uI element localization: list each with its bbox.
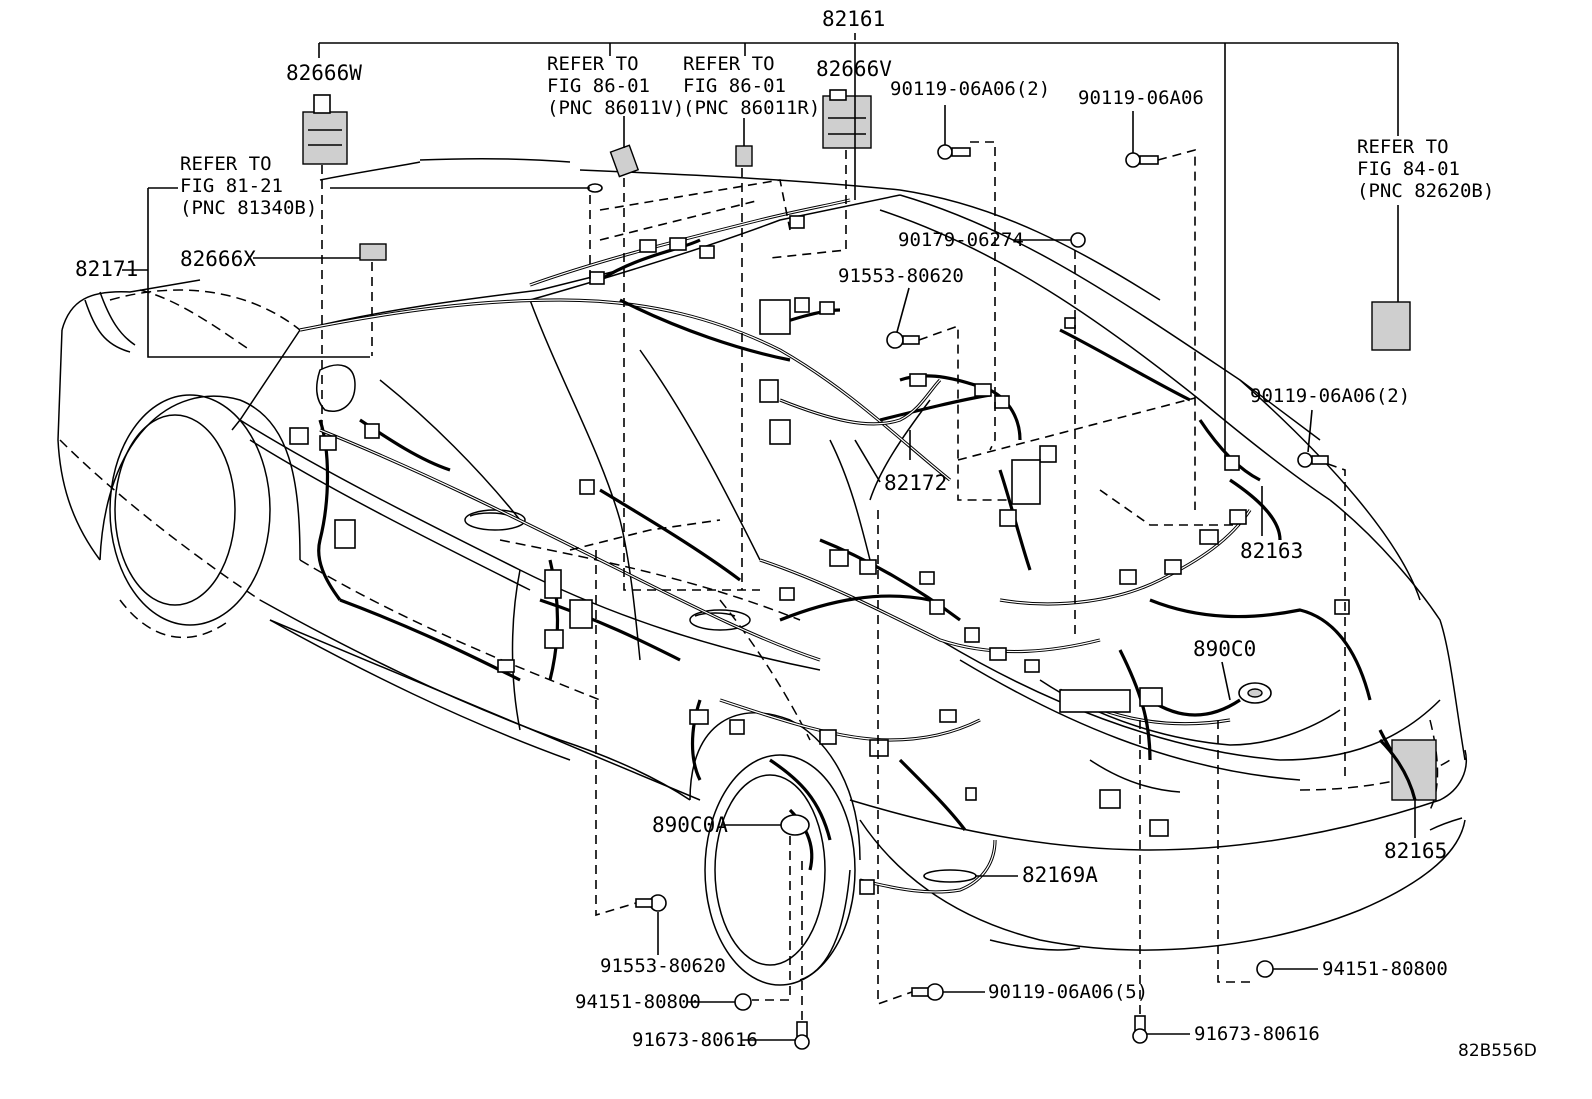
- fasteners: [635, 144, 1329, 1050]
- label-94151-80800-right: 94151-80800: [1322, 958, 1448, 980]
- part-86011V: [609, 144, 640, 178]
- part-labels: 82161 82666W 82666V 82666X 82171 82172 8…: [75, 7, 1537, 1061]
- label-91553-80620-top: 91553-80620: [838, 265, 964, 287]
- label-90179-06274: 90179-06274: [898, 229, 1024, 251]
- label-82171: 82171: [75, 257, 138, 281]
- svg-text:FIG 86-01: FIG 86-01: [683, 75, 786, 97]
- label-94151-80800-left: 94151-80800: [575, 991, 701, 1013]
- part-82165: [1378, 738, 1437, 801]
- part-82169A: [923, 869, 977, 883]
- refer-note-fig-81-21: REFER TO FIG 81-21 (PNC 81340B): [180, 153, 317, 219]
- label-91673-80616-right: 91673-80616: [1194, 1023, 1320, 1045]
- svg-text:FIG 81-21: FIG 81-21: [180, 175, 283, 197]
- label-82165: 82165: [1384, 839, 1447, 863]
- refer-note-fig-86-01-v: REFER TO FIG 86-01 (PNC 86011V): [547, 53, 684, 119]
- label-90119-06A06-5: 90119-06A06(5): [988, 981, 1148, 1003]
- label-890C0A: 890C0A: [652, 813, 728, 837]
- svg-text:FIG 84-01: FIG 84-01: [1357, 158, 1460, 180]
- label-82172: 82172: [884, 471, 947, 495]
- label-90119-06A06-top: 90119-06A06: [1078, 87, 1204, 109]
- label-82169A: 82169A: [1022, 863, 1098, 887]
- label-82666W: 82666W: [286, 61, 362, 85]
- part-82666W: [302, 94, 348, 165]
- svg-text:(PNC 82620B): (PNC 82620B): [1357, 180, 1494, 202]
- car-body-outline: [57, 157, 1467, 986]
- label-91553-80620-bottom: 91553-80620: [600, 955, 726, 977]
- part-82666V: [822, 89, 872, 149]
- svg-text:(PNC 81340B): (PNC 81340B): [180, 197, 317, 219]
- leader-lines: [122, 33, 1416, 1041]
- svg-text:FIG 86-01: FIG 86-01: [547, 75, 650, 97]
- svg-text:(PNC 86011V): (PNC 86011V): [547, 97, 684, 119]
- part-890C0A: [780, 814, 810, 836]
- connectors: [289, 183, 1350, 895]
- label-91673-80616-left: 91673-80616: [632, 1029, 758, 1051]
- part-890C0: [1238, 682, 1272, 704]
- label-90119-06A06-2-right: 90119-06A06(2): [1250, 385, 1410, 407]
- label-890C0: 890C0: [1193, 637, 1256, 661]
- label-82163: 82163: [1240, 539, 1303, 563]
- label-90119-06A06-2-top: 90119-06A06(2): [890, 78, 1050, 100]
- label-82161: 82161: [822, 7, 885, 31]
- part-82620B: [1371, 301, 1411, 351]
- label-82666V: 82666V: [816, 57, 892, 81]
- part-82666X: [359, 243, 387, 261]
- svg-text:REFER TO: REFER TO: [683, 53, 775, 75]
- svg-text:(PNC 86011R): (PNC 86011R): [683, 97, 820, 119]
- diagram-code: 82B556D: [1458, 1041, 1537, 1061]
- refer-note-fig-84-01: REFER TO FIG 84-01 (PNC 82620B): [1357, 136, 1494, 202]
- label-82666X: 82666X: [180, 247, 256, 271]
- part-86011R: [735, 145, 753, 167]
- svg-text:REFER TO: REFER TO: [180, 153, 272, 175]
- svg-text:REFER TO: REFER TO: [547, 53, 639, 75]
- refer-note-fig-86-01-r: REFER TO FIG 86-01 (PNC 86011R): [683, 53, 820, 119]
- svg-text:REFER TO: REFER TO: [1357, 136, 1449, 158]
